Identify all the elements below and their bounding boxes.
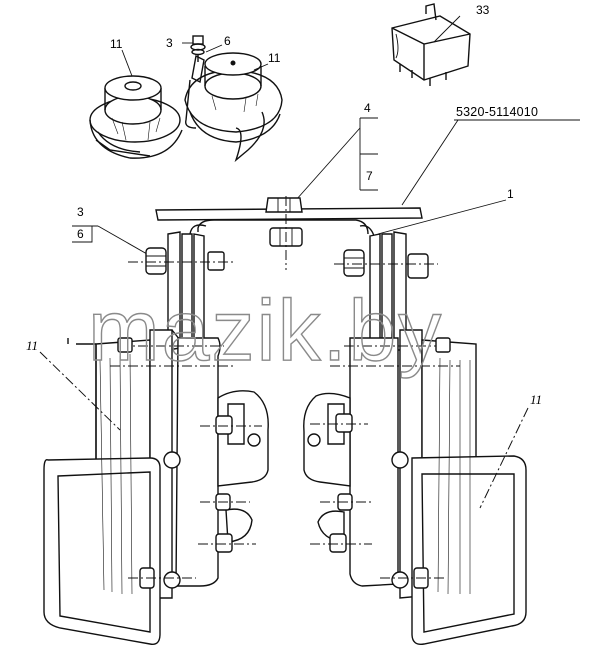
callout-nut: 7 xyxy=(366,169,373,183)
horn-left-front xyxy=(43,231,269,645)
horn-right-perspective xyxy=(184,52,283,163)
relay-drawing xyxy=(391,3,471,86)
callout-bolt: 4 xyxy=(364,101,371,115)
callout-horn-right-top: 11 xyxy=(268,51,281,65)
callout-relay: 33 xyxy=(476,3,490,17)
callout-horn-left-top: 11 xyxy=(110,37,123,51)
screw-washer-stack xyxy=(190,35,206,62)
washer-label-box xyxy=(72,225,93,243)
horn-pair-perspective xyxy=(89,35,283,163)
callout-screw-side: 3 xyxy=(77,205,84,219)
callout-screw: 3 xyxy=(166,36,173,50)
callout-washer-side: 6 xyxy=(77,227,84,241)
callout-washer: 6 xyxy=(224,34,231,48)
callout-horn-right: 11 xyxy=(530,392,542,407)
assembly-number: 5320-5114010 xyxy=(456,105,538,119)
italic-leaders xyxy=(39,351,529,509)
horn-right-front xyxy=(303,231,527,645)
mounting-bracket xyxy=(155,196,423,270)
callout-horn-left: 11 xyxy=(26,338,38,353)
callout-bracket: 1 xyxy=(507,187,514,201)
horn-left-perspective xyxy=(89,75,183,159)
watermark: mazik.by xyxy=(88,283,443,379)
